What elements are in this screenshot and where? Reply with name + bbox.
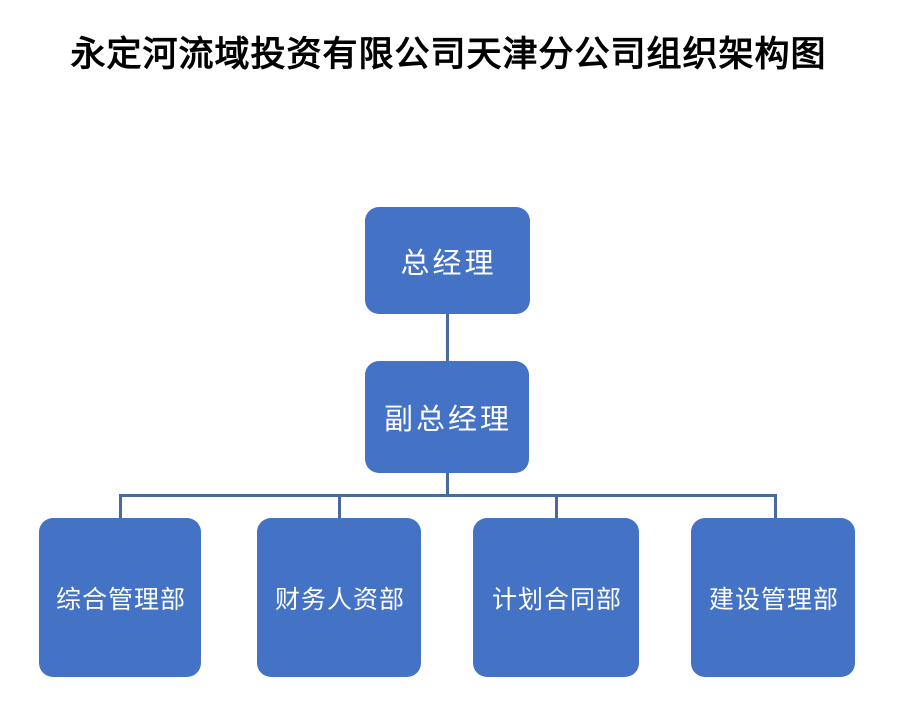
org-node-label: 建设管理部 xyxy=(708,585,839,614)
org-node-label: 计划合同部 xyxy=(491,585,622,614)
org-node-deputy-general-manager: 副总经理 xyxy=(365,361,529,473)
connector-bus-line xyxy=(119,494,777,497)
connector-drop-finance-hr xyxy=(338,494,341,519)
connector-drop-general-affairs xyxy=(119,494,122,519)
org-node-general-manager: 总经理 xyxy=(365,207,530,314)
org-node-construction-mgmt-dept: 建设管理部 xyxy=(691,518,855,677)
connector-drop-construction xyxy=(774,494,777,519)
connector-drop-plan-contract xyxy=(555,494,558,519)
connector-root-to-deputy xyxy=(446,314,449,361)
org-node-label: 财务人资部 xyxy=(274,585,405,614)
org-node-general-affairs-dept: 综合管理部 xyxy=(39,518,201,677)
org-node-plan-contract-dept: 计划合同部 xyxy=(473,518,639,677)
connector-deputy-to-bus xyxy=(446,473,449,497)
org-node-label: 综合管理部 xyxy=(55,585,186,614)
org-node-label: 副总经理 xyxy=(383,404,512,436)
chart-title: 永定河流域投资有限公司天津分公司组织架构图 xyxy=(70,35,827,74)
org-node-finance-hr-dept: 财务人资部 xyxy=(257,518,421,677)
org-node-label: 总经理 xyxy=(400,247,497,280)
